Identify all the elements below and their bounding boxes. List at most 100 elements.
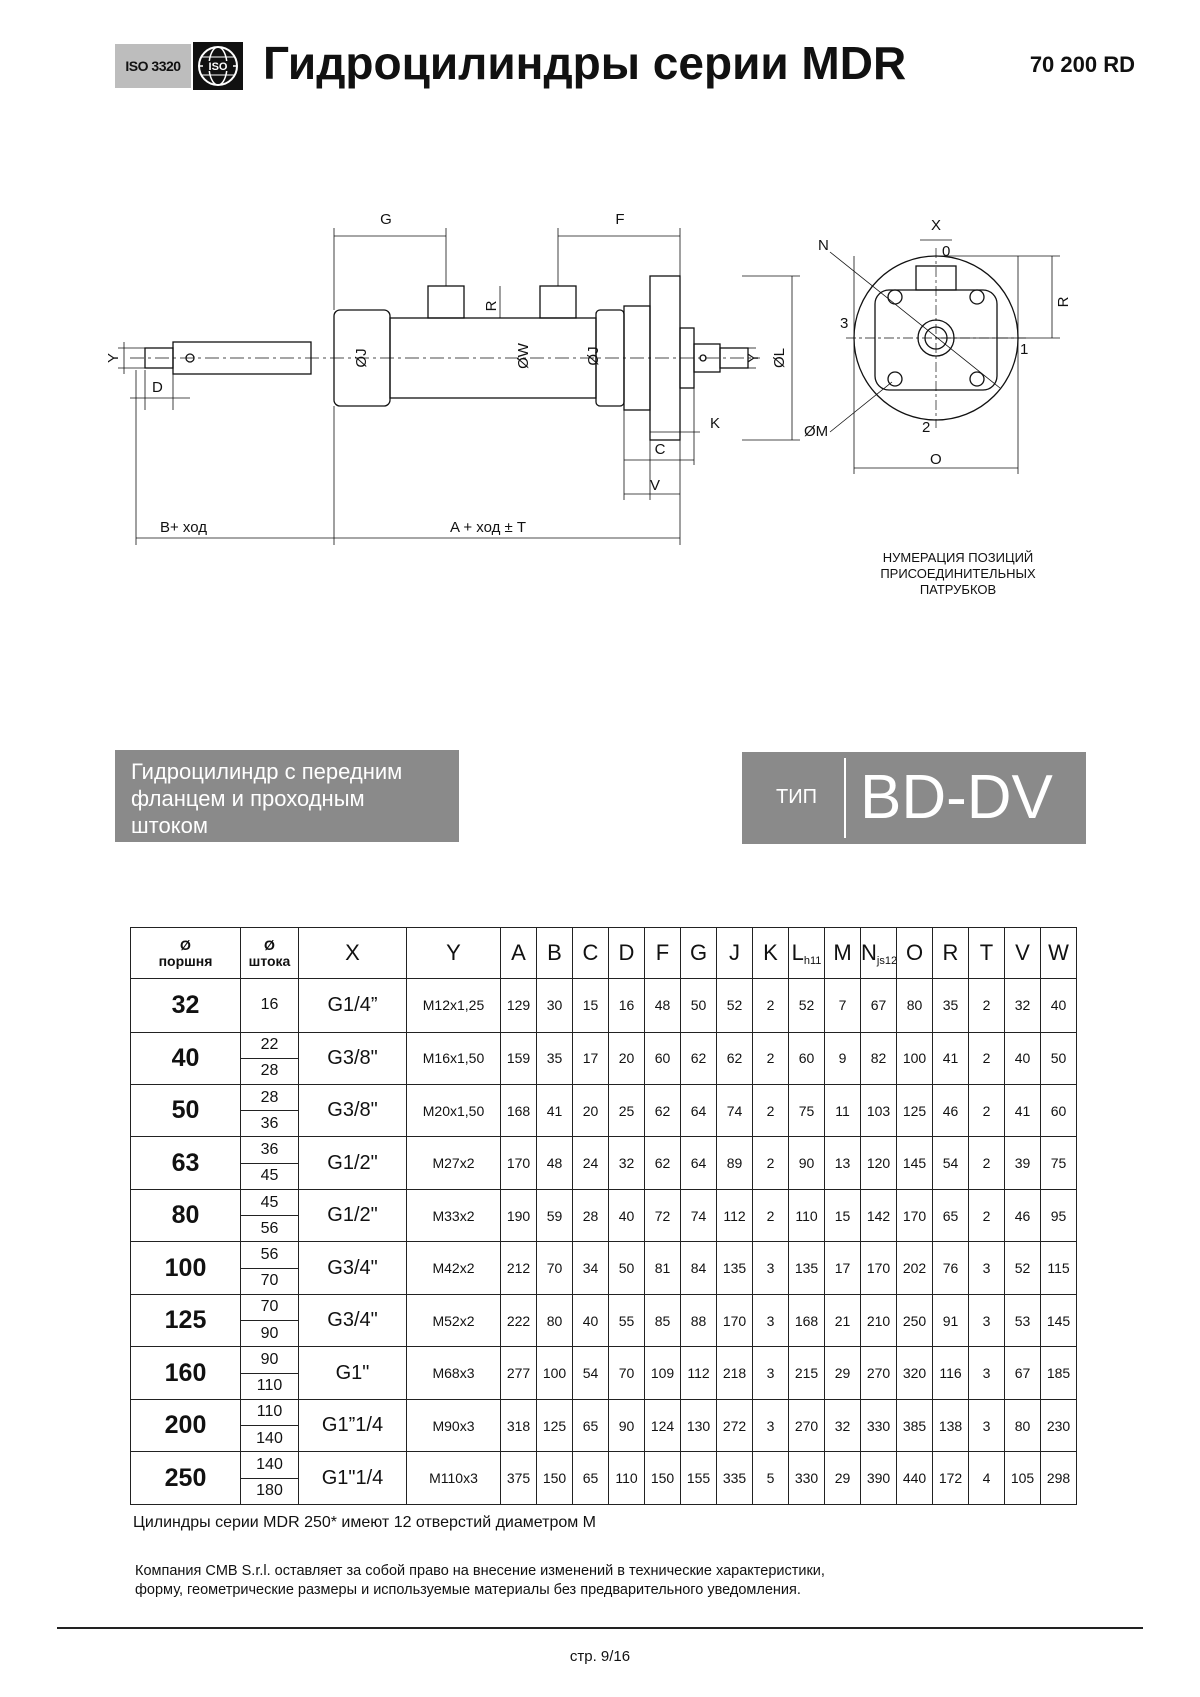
- dim-cell-c: 24: [572, 1136, 609, 1190]
- port-cell: G1/4”: [298, 978, 407, 1033]
- dim-cell-l: 75: [788, 1083, 825, 1138]
- port-cell: G1/2": [298, 1136, 407, 1190]
- dim-cell-r: 91: [932, 1293, 969, 1348]
- thread-cell: M27x2: [406, 1136, 501, 1190]
- dim-cell-r: 172: [932, 1451, 969, 1505]
- dim-cell-f: 60: [644, 1031, 681, 1086]
- header-b: B: [536, 927, 573, 979]
- table-row: 56: [131, 1215, 1077, 1243]
- header-d: D: [608, 927, 645, 979]
- dim-cell-m: 32: [824, 1398, 861, 1453]
- dim-cell-l: 168: [788, 1293, 825, 1348]
- dim-cell-c: 34: [572, 1241, 609, 1295]
- dim-cell-l: 52: [788, 978, 825, 1033]
- dim-cell-l: 135: [788, 1241, 825, 1295]
- svg-text:ØM: ØM: [804, 423, 828, 440]
- dim-cell-n: 142: [860, 1188, 897, 1243]
- dim-cell-b: 41: [536, 1083, 573, 1138]
- dim-cell-t: 2: [968, 978, 1005, 1033]
- dim-cell-r: 41: [932, 1031, 969, 1086]
- rod-cell: 56: [240, 1241, 299, 1269]
- dim-cell-v: 105: [1004, 1451, 1041, 1505]
- dim-cell-t: 3: [968, 1293, 1005, 1348]
- dim-cell-k: 2: [752, 978, 789, 1033]
- svg-text:O: O: [930, 451, 942, 468]
- dim-cell-b: 30: [536, 978, 573, 1033]
- dim-cell-t: 3: [968, 1346, 1005, 1400]
- dim-cell-o: 80: [896, 978, 933, 1033]
- svg-text:Y: Y: [745, 353, 762, 363]
- dim-cell-j: 218: [716, 1346, 753, 1400]
- rod-cell: 140: [240, 1451, 299, 1479]
- dim-cell-o: 250: [896, 1293, 933, 1348]
- document-code: 70 200 RD: [1029, 52, 1135, 77]
- dim-cell-k: 3: [752, 1241, 789, 1295]
- dim-cell-c: 65: [572, 1451, 609, 1505]
- header-a: A: [500, 927, 537, 979]
- svg-text:ØJ: ØJ: [585, 346, 602, 365]
- dim-cell-g: 130: [680, 1398, 717, 1453]
- dim-cell-k: 5: [752, 1451, 789, 1505]
- rod-cell: 110: [240, 1398, 299, 1427]
- dim-cell-g: 74: [680, 1188, 717, 1243]
- dim-cell-m: 11: [824, 1083, 861, 1138]
- dim-cell-n: 82: [860, 1031, 897, 1086]
- dim-cell-t: 2: [968, 1136, 1005, 1190]
- rod-cell: 70: [240, 1293, 299, 1322]
- rod-cell: 56: [240, 1215, 299, 1243]
- svg-text:F: F: [615, 211, 624, 228]
- port-cell: G3/8": [298, 1031, 407, 1086]
- dim-cell-b: 59: [536, 1188, 573, 1243]
- page-header: ISO 3320 ISO Гидроцилиндры серии MDR 70 …: [115, 37, 1135, 100]
- port-cell: G3/4": [298, 1293, 407, 1348]
- footnote: Цилиндры серии MDR 250* имеют 12 отверст…: [133, 1514, 597, 1531]
- header-n: Njs12: [860, 927, 897, 979]
- dim-cell-l: 215: [788, 1346, 825, 1400]
- dim-cell-a: 168: [500, 1083, 537, 1138]
- dim-cell-w: 298: [1040, 1451, 1077, 1505]
- rod-cell: 36: [240, 1136, 299, 1164]
- dim-cell-v: 53: [1004, 1293, 1041, 1348]
- dim-cell-b: 35: [536, 1031, 573, 1086]
- svg-text:N: N: [818, 237, 829, 254]
- dim-cell-t: 3: [968, 1398, 1005, 1453]
- thread-cell: M33x2: [406, 1188, 501, 1243]
- dim-cell-d: 110: [608, 1451, 645, 1505]
- svg-text:1: 1: [1020, 341, 1028, 358]
- iso-badge: ISO 3320: [115, 44, 191, 88]
- dim-cell-a: 212: [500, 1241, 537, 1295]
- disclaimer: Компания CMB S.r.l. оставляет за собой п…: [135, 1562, 1035, 1600]
- thread-cell: M16x1,50: [406, 1031, 501, 1086]
- dim-cell-m: 29: [824, 1451, 861, 1505]
- dim-cell-j: 89: [716, 1136, 753, 1190]
- rod-cell: 36: [240, 1110, 299, 1138]
- dim-cell-w: 40: [1040, 978, 1077, 1033]
- dim-cell-a: 129: [500, 978, 537, 1033]
- thread-cell: M110x3: [406, 1451, 501, 1505]
- dim-cell-a: 375: [500, 1451, 537, 1505]
- bore-cell: 50: [130, 1083, 241, 1138]
- dim-cell-m: 29: [824, 1346, 861, 1400]
- rod-cell: 70: [240, 1267, 299, 1295]
- svg-text:Y: Y: [105, 353, 122, 363]
- dim-cell-r: 116: [932, 1346, 969, 1400]
- dim-cell-f: 72: [644, 1188, 681, 1243]
- dim-cell-c: 15: [572, 978, 609, 1033]
- header-r: R: [932, 927, 969, 979]
- port-cell: G1/2": [298, 1188, 407, 1243]
- bore-cell: 63: [130, 1136, 241, 1190]
- dim-cell-g: 62: [680, 1031, 717, 1086]
- dim-cell-g: 155: [680, 1451, 717, 1505]
- footer-divider: [57, 1627, 1143, 1629]
- dim-cell-v: 40: [1004, 1031, 1041, 1086]
- bore-cell: 125: [130, 1293, 241, 1348]
- dim-cell-j: 272: [716, 1398, 753, 1453]
- dim-cell-r: 46: [932, 1083, 969, 1138]
- dim-cell-k: 3: [752, 1293, 789, 1348]
- rod-cell: 16: [240, 978, 299, 1033]
- dim-cell-j: 335: [716, 1451, 753, 1505]
